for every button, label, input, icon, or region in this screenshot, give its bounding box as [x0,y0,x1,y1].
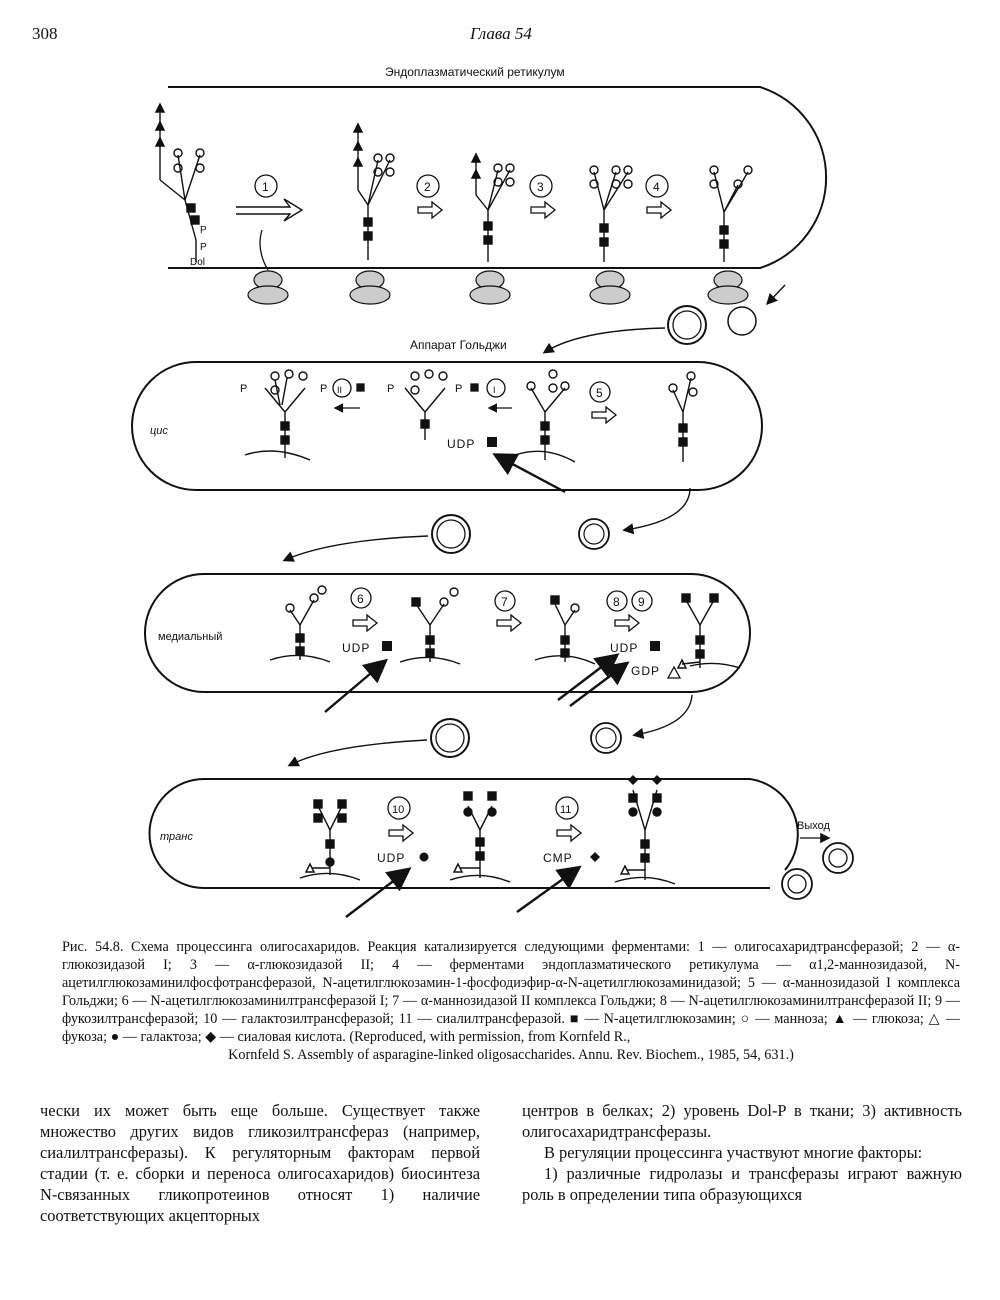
medial-cisterna [144,573,751,693]
body-paragraph: 1) различные гидролазы и трансферазы игр… [522,1164,962,1204]
ribosome [247,270,749,305]
galactose-circle [419,852,429,862]
cmp-label: CMP [543,851,573,865]
body-column-right: центров в белках; 2) уровень Dol-P в тка… [522,1100,962,1205]
phosphate-label: P [240,383,247,395]
medial-label: медиальный [158,631,222,643]
golgi-label: Аппарат Гольджи [410,338,507,352]
step-number: 9 [638,595,645,609]
medial-glycan-trees [269,585,741,669]
dol-precursor-tree [154,102,205,262]
glcnac-square [487,437,497,447]
er-glycan-trees [352,122,753,262]
step-number: 3 [537,180,544,194]
phosphate-label: P [200,242,207,253]
gdp-label: GDP [631,664,660,678]
udp-label: UDP [610,641,638,655]
step-number: 5 [596,386,603,400]
body-paragraph: чески их может быть еще больше. Существу… [40,1101,480,1225]
glycan-tree [470,152,515,262]
phosphate-label: P [387,383,394,395]
cis-cisterna [131,361,763,491]
step-number: 8 [613,595,620,609]
body-paragraph: центров в белках; 2) уровень Dol-P в тка… [522,1101,962,1141]
dol-label: Dol [190,257,205,268]
trans-label: транс [160,831,193,843]
secretory-vesicle [781,842,854,900]
body-paragraph: В регуляции процессинга участвуют многие… [544,1143,923,1162]
roman-step: I [493,385,496,395]
glcnac-square [650,641,660,651]
phosphate-label: P [320,383,327,395]
er-label: Эндоплазматический ретикулум [385,65,565,79]
transport-vesicle [431,514,610,554]
er-steps [416,174,673,220]
step-number: 1 [262,180,269,194]
step-1-circle [254,174,278,198]
glycan-tree [589,165,633,262]
trans-steps [387,796,583,843]
cis-label: цис [150,425,168,437]
roman-step: II [337,385,342,395]
udp-label: UDP [377,851,405,865]
step-number: 4 [653,180,660,194]
trans-glycan-trees [299,775,676,885]
chapter-title: Глава 54 [470,24,532,43]
udp-label: UDP [342,641,370,655]
oligosaccharide-processing-diagram: Эндоплазматический ретикулум P P Dol 1 [131,65,854,918]
exit-label: Выход [797,820,830,832]
step-number: 2 [424,180,431,194]
glycan-tree [709,165,753,262]
transfer-arrow [236,198,304,222]
udp-label: UDP [447,437,475,451]
medial-steps [350,587,653,633]
fucose-triangle [666,665,682,679]
er-membrane [168,86,828,269]
trans-cisterna [148,778,799,889]
caption-text: Рис. 54.8. Схема процессинга олигосахари… [62,939,960,1045]
glycan-tree [352,122,395,260]
glcnac-square [382,641,392,651]
cis-glycan-trees [244,369,698,463]
page-number: 308 [32,24,58,43]
transport-vesicle [667,305,757,345]
phosphate-label: P [200,225,207,236]
figure-caption: Рис. 54.8. Схема процессинга олигосахари… [62,938,960,1064]
transport-vesicle [430,718,622,758]
step-number: 6 [357,592,364,606]
caption-citation: Kornfeld S. Assembly of asparagine-linke… [228,1047,794,1063]
phosphate-label: P [455,383,462,395]
cis-steps [332,378,618,425]
sialic-acid-diamond [590,852,600,862]
body-column-left: чески их может быть еще больше. Существу… [40,1100,480,1226]
step-number: 7 [501,595,508,609]
step-number: 11 [560,804,571,816]
step-number: 10 [392,804,404,816]
